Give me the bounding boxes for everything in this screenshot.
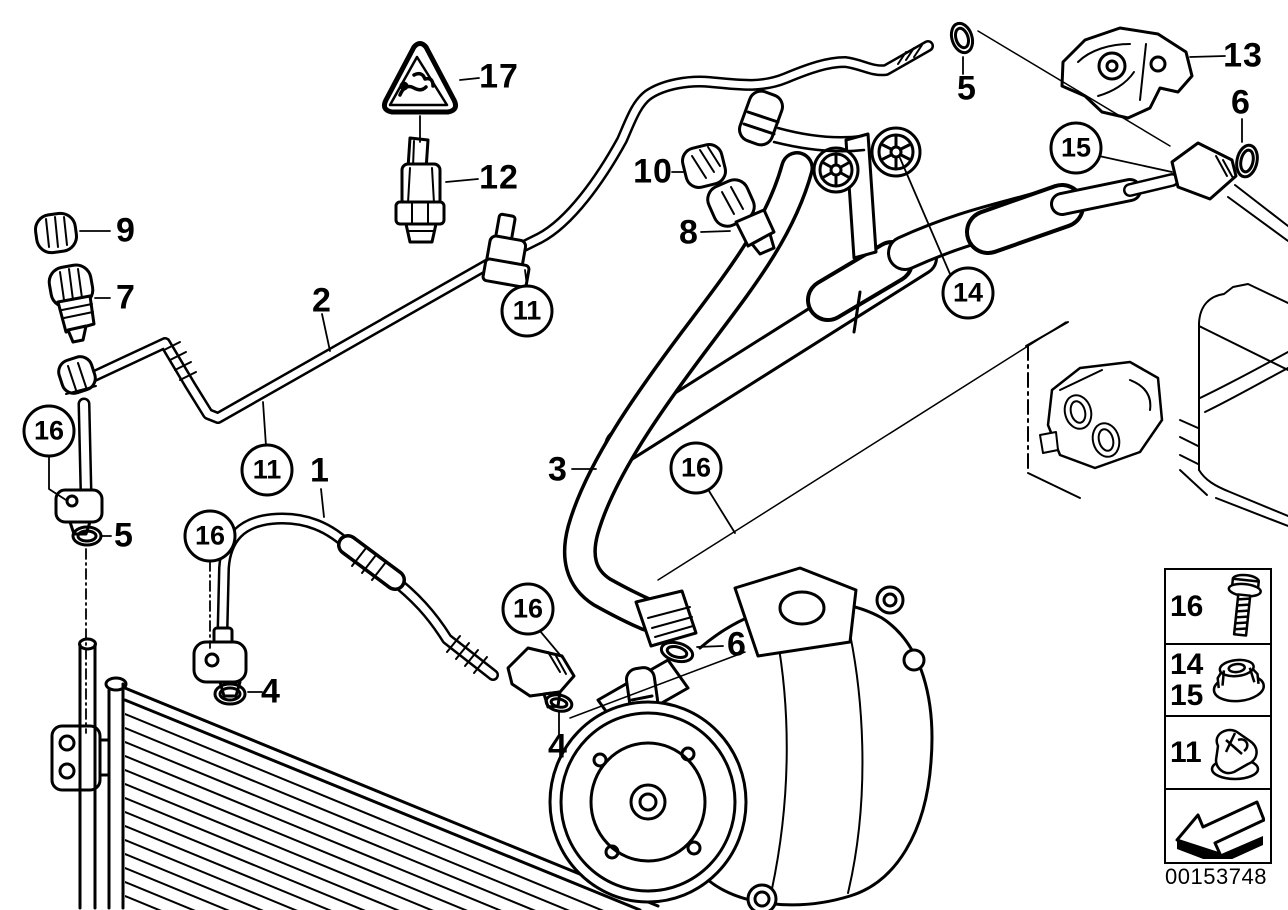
cap-9	[33, 211, 79, 255]
electrical-plug	[738, 89, 866, 153]
callout-2: 2	[312, 281, 332, 320]
suction-hose-3	[562, 151, 814, 648]
callout-16: 16	[183, 509, 237, 563]
callout-10: 10	[633, 152, 673, 191]
callout-3: 3	[548, 450, 568, 489]
callout-14: 14	[941, 266, 995, 320]
service-valve-11	[481, 212, 531, 289]
o-ring-4-mid	[544, 693, 574, 713]
callout-1: 1	[310, 451, 330, 490]
legend-box: 16 14 15	[1164, 568, 1272, 864]
connector-detail-inset	[1025, 321, 1288, 499]
callout-15: 15	[1049, 121, 1103, 175]
legend-label-14: 14	[1170, 647, 1204, 681]
callout-17: 17	[479, 57, 519, 96]
pipe-end-connector-15	[1170, 141, 1288, 242]
pressure-switch-12	[394, 136, 446, 244]
bracket-13	[1060, 26, 1194, 120]
bolt-icon	[1227, 573, 1262, 637]
callout-6: 6	[727, 625, 747, 664]
pipe1-elbow-fitting	[506, 646, 576, 709]
cap-10	[681, 143, 727, 189]
callout-8: 8	[679, 213, 699, 252]
callout-12: 12	[479, 158, 519, 197]
condenser	[50, 637, 660, 910]
callout-5: 5	[114, 516, 134, 555]
callout-11: 11	[240, 443, 294, 497]
callout-6: 6	[1231, 83, 1251, 122]
legend-label-15: 15	[1170, 679, 1204, 712]
legend-row-14-15: 14 15	[1166, 645, 1270, 717]
compressor	[548, 566, 934, 910]
grommet-14-left	[812, 146, 860, 194]
legend-label-11: 11	[1170, 735, 1202, 769]
callout-5: 5	[957, 69, 977, 108]
valve-8	[706, 178, 776, 256]
legend-label-16: 16	[1170, 589, 1204, 623]
pipe2-left-fitting	[54, 355, 104, 536]
cut-warning-triangle-icon	[382, 41, 458, 115]
o-ring-5-left	[71, 525, 103, 547]
clip-icon	[1210, 728, 1260, 780]
image-number: 00153748	[1165, 864, 1267, 889]
o-ring-6-mid	[659, 640, 695, 664]
legend-row-arrow	[1166, 790, 1270, 862]
grommet-14-right	[870, 126, 922, 178]
callout-4: 4	[261, 672, 281, 711]
cap-7	[47, 263, 96, 344]
o-ring-4-left	[213, 682, 247, 706]
callout-4: 4	[548, 727, 568, 766]
callout-16: 16	[501, 582, 555, 636]
callout-13: 13	[1223, 36, 1263, 75]
body-panel	[1179, 283, 1288, 527]
legend-row-11: 11	[1166, 717, 1270, 790]
legend-row-16: 16	[1166, 570, 1270, 645]
o-rings	[71, 21, 1259, 713]
junction-bracket	[812, 126, 922, 334]
leader-lines	[48, 30, 1243, 735]
callout-16: 16	[22, 404, 76, 458]
flange-nut-icon	[1212, 658, 1265, 703]
o-ring-6-top	[1235, 143, 1259, 179]
callout-7: 7	[116, 278, 136, 317]
callout-16: 16	[669, 441, 723, 495]
callout-9: 9	[116, 211, 136, 250]
pressure-pipe-2	[54, 40, 934, 536]
o-ring-5-top	[949, 21, 975, 55]
direction-arrow-icon	[1175, 800, 1265, 859]
double-pipe-assembly	[604, 173, 1179, 464]
callout-11: 11	[500, 284, 554, 338]
